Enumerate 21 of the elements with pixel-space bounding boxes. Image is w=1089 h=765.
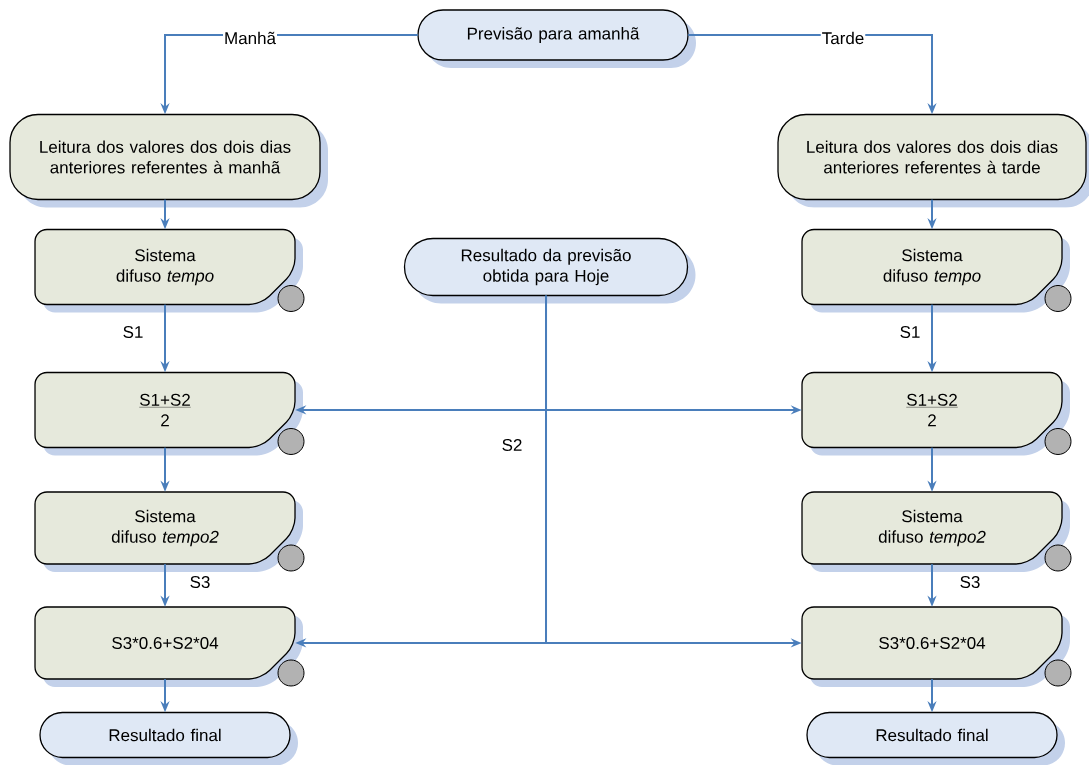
- process-box: S1+S2 2: [34, 371, 305, 456]
- terminal-box: Resultado da previsão obtida para Hoje: [403, 237, 696, 304]
- process-box: S3*0.6+S2*04: [34, 606, 305, 687]
- terminal-box: Previsão para amanhã: [417, 9, 696, 68]
- edge-label: S2: [500, 438, 524, 452]
- edge-label: S1: [898, 325, 922, 339]
- edge-label: S3: [188, 575, 212, 589]
- process-box: Sistema difuso tempo2: [34, 491, 305, 572]
- process-box: Sistema difuso tempo2: [801, 491, 1072, 572]
- process-box: S1+S2 2: [801, 371, 1072, 456]
- edge-label: Tarde: [820, 30, 866, 46]
- process-box: S3*0.6+S2*04: [801, 606, 1072, 687]
- edge-label: S3: [958, 575, 982, 589]
- process-box: Sistema difuso tempo: [34, 228, 305, 313]
- edge-label: Manhã: [223, 30, 277, 46]
- edge-label: S1: [121, 325, 145, 339]
- process-box: Sistema difuso tempo: [801, 228, 1072, 313]
- input-box: Leitura dos valores dos dois dias anteriores referentes à tarde: [777, 113, 1089, 208]
- input-box: Leitura dos valores dos dois dias anteriores referentes à manhã: [9, 113, 328, 208]
- terminal-box: Resultado final: [39, 711, 298, 765]
- terminal-box: Resultado final: [806, 711, 1065, 765]
